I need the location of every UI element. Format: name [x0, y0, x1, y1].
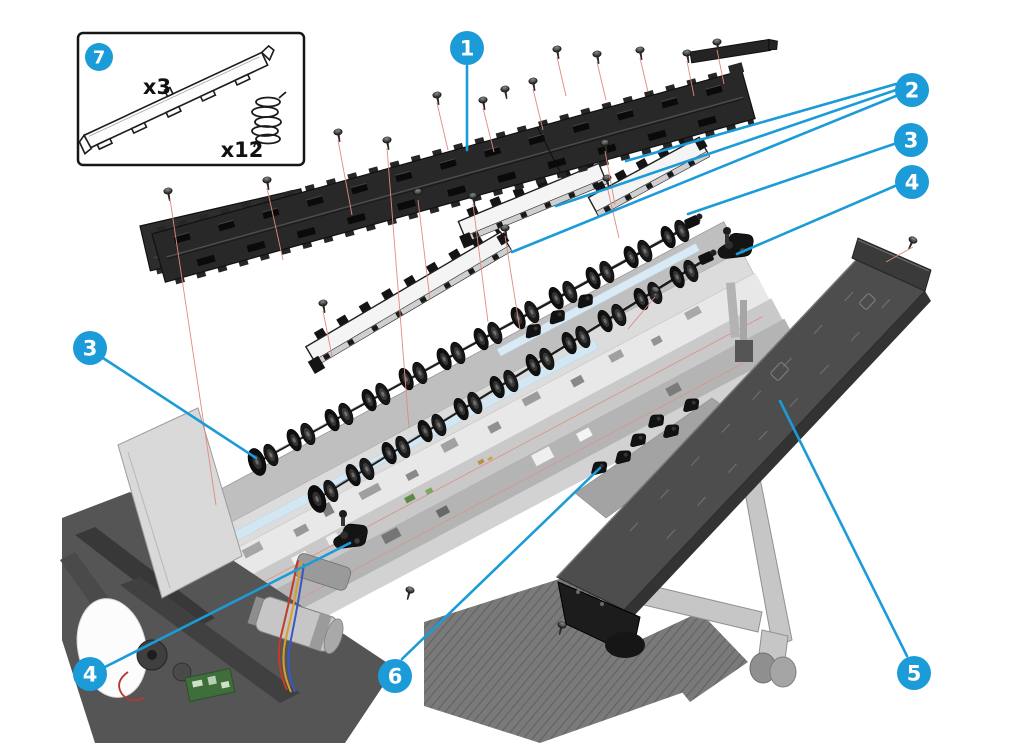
- basket-fabric: [424, 574, 690, 743]
- shaft-coupler-lower: [698, 249, 717, 265]
- callout-4-left-label: 4: [83, 663, 98, 687]
- callout-7: 7: [85, 43, 113, 71]
- encoder-strip-upper: [496, 243, 700, 357]
- leader-3-right: [686, 142, 896, 216]
- callout-7-label: 7: [93, 47, 106, 68]
- left-side-machinery: [60, 407, 395, 743]
- callout-3-right: 3: [894, 123, 928, 157]
- leader-6: [400, 466, 602, 661]
- cover-foot-bumper: [605, 632, 645, 658]
- inset-spring: [251, 91, 287, 148]
- callout-3-right-label: 3: [904, 129, 919, 153]
- screw-alignment-lines: [169, 49, 914, 506]
- leader-4-right: [735, 184, 897, 256]
- pinch-arm-rail-middle: [457, 156, 608, 249]
- shaft-coupler-upper: [684, 213, 703, 229]
- cover-markings: [629, 291, 891, 539]
- callout-3-left: 3: [73, 331, 107, 365]
- left-side-panel: [117, 407, 243, 599]
- printer-stand: [643, 462, 797, 688]
- lever-pin-left: [339, 510, 347, 518]
- inset-deflector-bar: [78, 44, 275, 155]
- controller-pcb: [184, 667, 236, 703]
- callout-5-label: 5: [907, 662, 922, 686]
- leader-3-left: [101, 356, 258, 460]
- callout-1-label: 1: [460, 37, 475, 61]
- leader-2a: [624, 82, 898, 163]
- caster-wheel-outer: [769, 656, 797, 688]
- pinch-roller-row-lower: [304, 249, 717, 516]
- callout-3-left-label: 3: [83, 337, 98, 361]
- callout-1: 1: [450, 31, 484, 65]
- leader-5: [778, 399, 909, 658]
- basket-fabric-right: [640, 612, 748, 702]
- callout-5: 5: [897, 656, 931, 690]
- callout-2: 2: [895, 73, 929, 107]
- cover-end-flange: [851, 237, 932, 292]
- lever-pin-right: [723, 227, 731, 235]
- entry-platen-top-strip: [689, 38, 778, 64]
- pinch-arm-rail-long: [304, 225, 513, 374]
- cover-assembly: [556, 237, 932, 658]
- inset-bar-qty: x3: [143, 75, 171, 99]
- entry-platen-plate: [151, 62, 756, 285]
- callout-6: 6: [378, 659, 412, 693]
- callout-4-left: 4: [73, 657, 107, 691]
- leader-2b: [554, 88, 898, 208]
- inset-kit-box: 7 x3 x12: [76, 31, 306, 167]
- inset-spring-qty: x12: [221, 138, 264, 162]
- callout-6-label: 6: [388, 665, 403, 689]
- callout-4-right: 4: [895, 165, 929, 199]
- pinch-roller-row-upper: [244, 213, 703, 479]
- callout-4-right-label: 4: [905, 171, 920, 195]
- leader-4-left: [103, 541, 352, 669]
- red-wire-loop: [118, 671, 145, 702]
- wire-harness: [277, 559, 305, 693]
- leader-lines: [101, 64, 909, 669]
- leader-2c: [510, 94, 898, 254]
- callout-2-label: 2: [905, 79, 920, 103]
